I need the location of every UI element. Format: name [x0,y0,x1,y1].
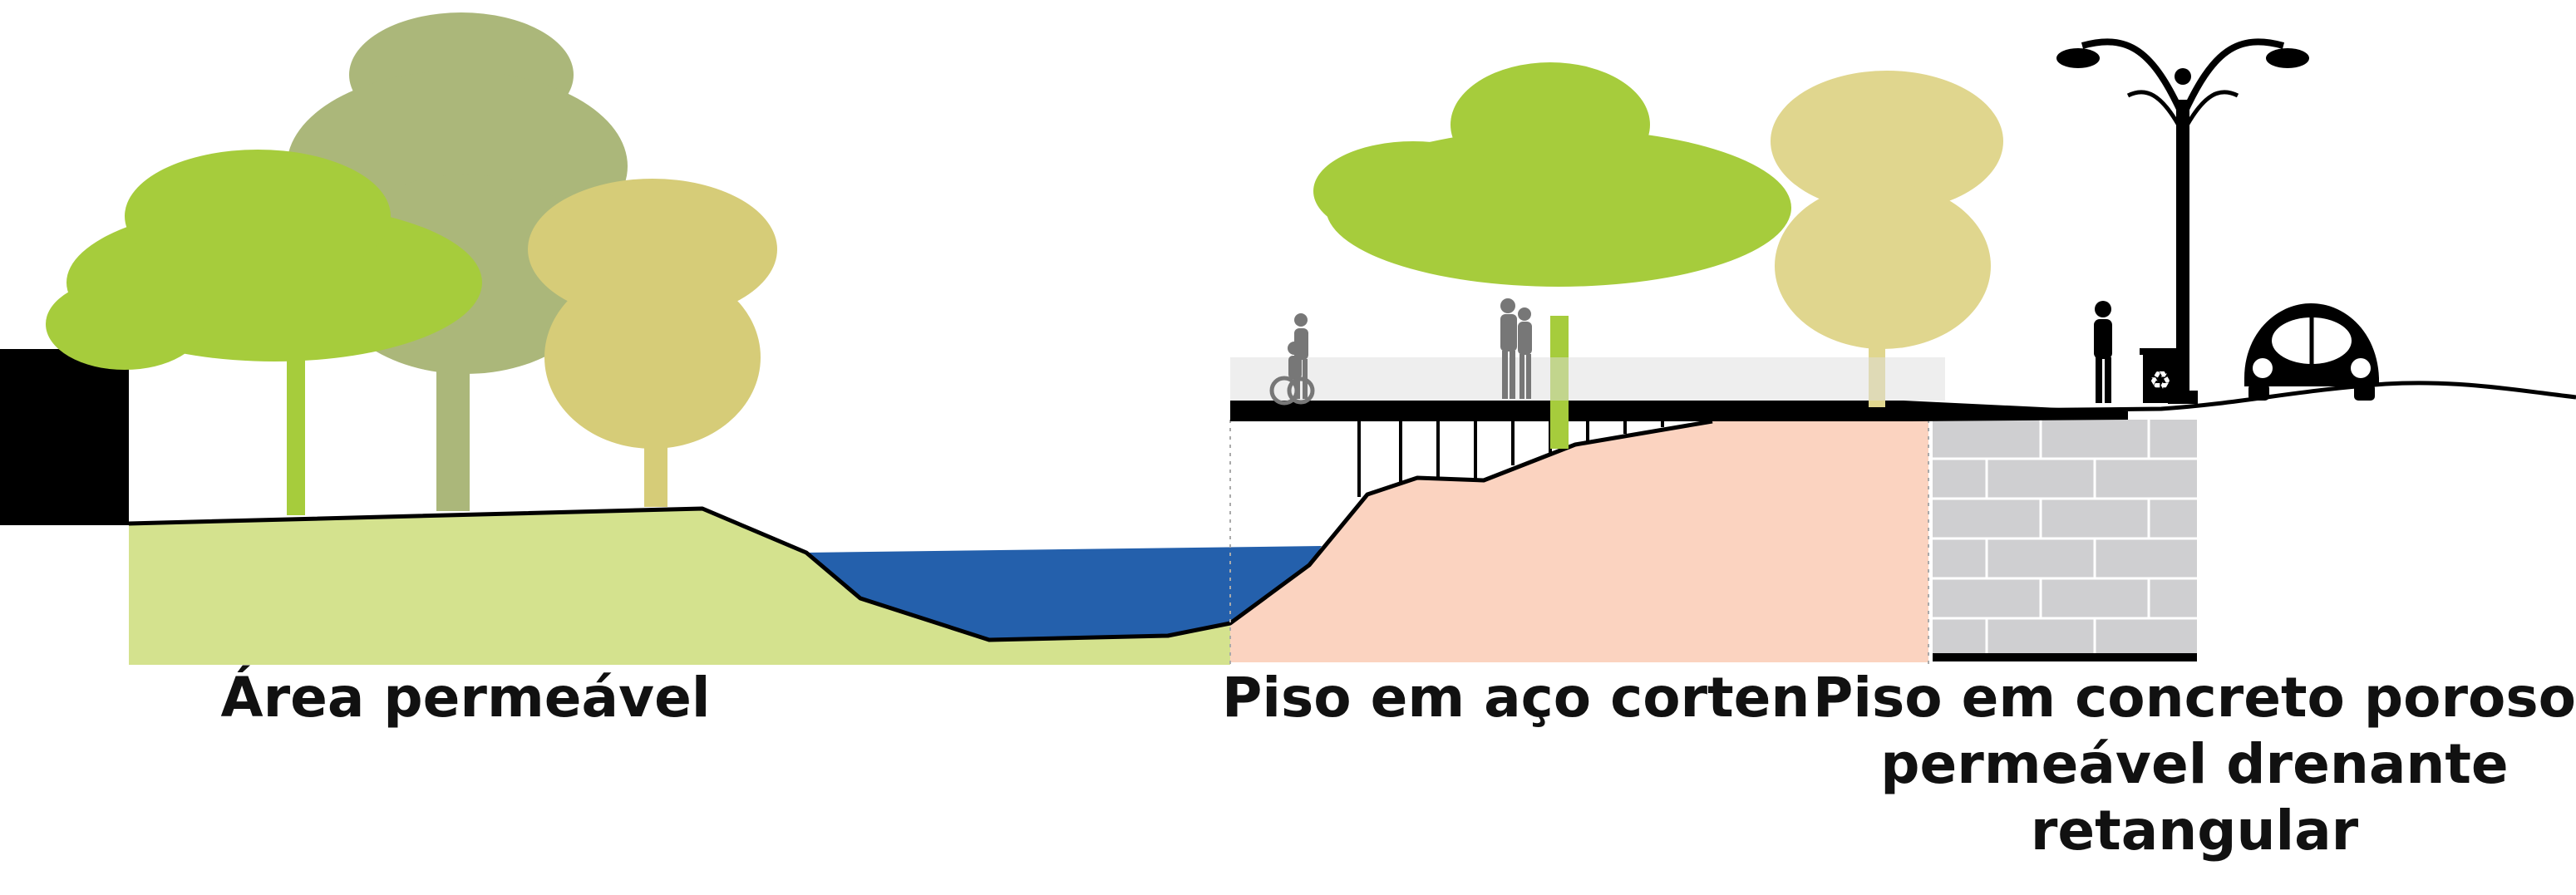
car-icon [2244,303,2379,401]
deck-railing [1230,357,1945,401]
tree-bright-deck [1313,62,1791,449]
recycle-symbol-icon: ♻ [2150,366,2172,396]
label-piso-concreto: Piso em concreto poroso permeável drenan… [1812,665,2576,864]
street-surface [1903,381,2576,414]
left-wall [0,349,129,525]
label-piso-concreto-line-1: Piso em concreto poroso [1813,666,2576,730]
concrete-block-wall [1933,420,2197,661]
soil-embankment [1230,420,1928,662]
label-piso-corten: Piso em aço corten [1222,666,1810,730]
corten-deck [1230,401,2128,421]
label-piso-concreto-line-2: permeável drenante [1880,732,2509,796]
permeable-ground [129,509,1230,665]
couple-icon [1500,298,1532,399]
label-piso-concreto-line-3: retangular [2030,799,2359,863]
person-icon [1294,313,1308,399]
tree-yellow [528,179,777,507]
tree-bright [46,150,482,515]
street-lamp-icon [2056,38,2309,404]
ground-line [128,419,1713,642]
label-area-permeavel: Área permeável [220,666,711,730]
water-channel [806,546,1322,640]
tree-pale [1771,71,2003,407]
pedestrian-icon [2094,301,2112,403]
